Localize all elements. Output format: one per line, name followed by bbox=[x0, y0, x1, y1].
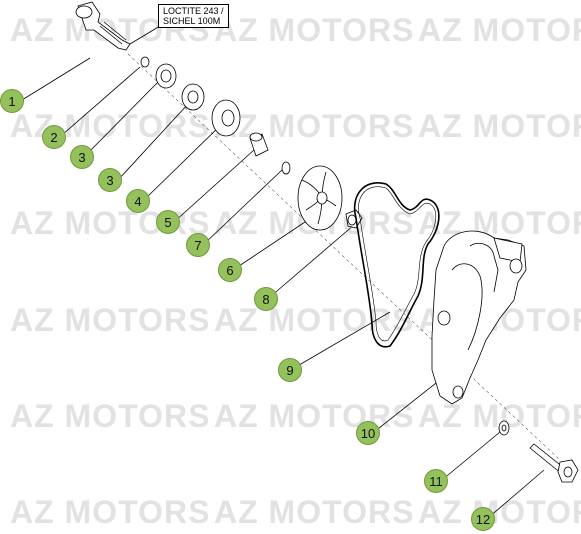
watermark-r5c2: AZ MOTORS bbox=[214, 398, 415, 434]
loctite-note-line1: LOCTITE 243 / bbox=[163, 6, 224, 16]
watermark-r4c1: AZ MOTORS bbox=[10, 302, 211, 338]
callout-2: 2 bbox=[42, 125, 66, 149]
callout-7: 7 bbox=[186, 233, 210, 257]
bearing-part bbox=[155, 63, 177, 89]
washer-part-2 bbox=[498, 420, 510, 436]
callout-10: 10 bbox=[356, 421, 380, 445]
watermark-r5c1: AZ MOTORS bbox=[10, 398, 211, 434]
callout-5: 5 bbox=[156, 210, 180, 234]
circlip-part bbox=[140, 56, 150, 68]
washer-part bbox=[281, 161, 291, 175]
callout-11: 11 bbox=[424, 469, 448, 493]
callout-1: 1 bbox=[0, 89, 24, 113]
seal-part bbox=[211, 99, 241, 137]
loctite-note: LOCTITE 243 / SICHEL 100M bbox=[158, 4, 229, 28]
watermark-r1c3: AZ MOTOR bbox=[418, 12, 581, 48]
watermark-r2c2: AZ MOTORS bbox=[214, 108, 415, 144]
callout-3b: 3 bbox=[98, 168, 122, 192]
bolt-part bbox=[529, 443, 579, 483]
sleeve-part bbox=[249, 132, 269, 157]
watermark-r3c3: AZ MOTOR bbox=[418, 205, 581, 241]
watermark-r1c2: AZ MOTORS bbox=[214, 12, 415, 48]
impeller-part bbox=[297, 165, 343, 231]
loctite-note-line2: SICHEL 100M bbox=[163, 16, 221, 26]
watermark-r6c2: AZ MOTORS bbox=[214, 494, 415, 530]
callout-12: 12 bbox=[471, 507, 495, 531]
callout-6: 6 bbox=[218, 258, 242, 282]
callout-9: 9 bbox=[278, 358, 302, 382]
watermark-r2c3: AZ MOTOR bbox=[418, 108, 581, 144]
watermark-r6c1: AZ MOTORS bbox=[10, 494, 211, 530]
gasket-part bbox=[353, 182, 440, 348]
callout-8: 8 bbox=[254, 287, 278, 311]
shaft-part bbox=[75, 1, 131, 51]
watermark-r6c3: AZ MOTOR bbox=[418, 494, 581, 530]
bearing-part-2 bbox=[181, 83, 205, 111]
pump-cover-part bbox=[431, 230, 527, 405]
callout-4: 4 bbox=[126, 189, 150, 213]
callout-3a: 3 bbox=[70, 145, 94, 169]
nut-part bbox=[345, 209, 363, 229]
watermark-r4c2: AZ MOTORS bbox=[214, 302, 415, 338]
